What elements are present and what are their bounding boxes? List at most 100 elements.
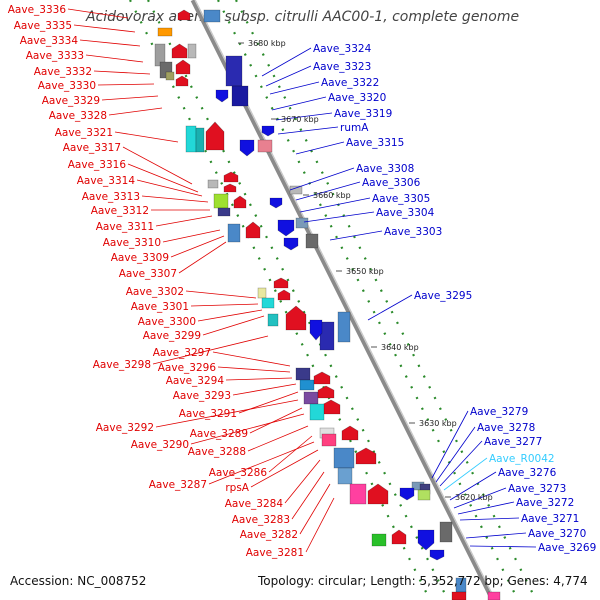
gene-label[interactable]: Aave_3294 bbox=[166, 375, 225, 387]
gene-leader-line bbox=[271, 96, 327, 111]
gene-arrow-reverse bbox=[283, 237, 299, 251]
gene-arrow-forward bbox=[321, 399, 341, 415]
gene-leader-line bbox=[170, 235, 225, 258]
gene-label[interactable]: Aave_3287 bbox=[149, 479, 207, 491]
scale-tick-label: 3620 kbp bbox=[455, 493, 493, 502]
gene-label[interactable]: Aave_3290 bbox=[131, 439, 189, 451]
gene-label[interactable]: rumA bbox=[340, 122, 369, 134]
gene-feature-box bbox=[333, 447, 355, 469]
gene-label[interactable]: Aave_3335 bbox=[14, 20, 72, 32]
gene-leader-line bbox=[67, 8, 129, 19]
gene-leader-line bbox=[303, 211, 375, 223]
gene-label[interactable]: Aave_3312 bbox=[91, 205, 149, 217]
gene-arrow-forward bbox=[223, 183, 237, 193]
gene-label[interactable]: Aave_3317 bbox=[63, 142, 121, 154]
gene-label[interactable]: Aave_3319 bbox=[334, 108, 392, 120]
gene-label[interactable]: Aave_3288 bbox=[188, 446, 246, 458]
gene-label[interactable]: Aave_3276 bbox=[498, 467, 557, 479]
gene-label[interactable]: Aave_3295 bbox=[414, 290, 472, 302]
gene-label[interactable]: Aave_3321 bbox=[55, 127, 113, 139]
gene-label[interactable]: Aave_3293 bbox=[173, 390, 231, 402]
gene-leader-line bbox=[268, 435, 313, 473]
gene-label[interactable]: Aave_3322 bbox=[321, 77, 379, 89]
gene-feature-box bbox=[187, 43, 197, 59]
gene-label[interactable]: Aave_3308 bbox=[356, 163, 414, 175]
gene-label[interactable]: Aave_3279 bbox=[470, 406, 528, 418]
gene-label[interactable]: Aave_3306 bbox=[362, 177, 421, 189]
gene-arrow-forward bbox=[355, 447, 377, 465]
gene-leader-line bbox=[277, 126, 339, 135]
gene-label[interactable]: Aave_3269 bbox=[538, 542, 596, 554]
gene-label[interactable]: Aave_3296 bbox=[158, 362, 217, 374]
gene-label[interactable]: Aave_3299 bbox=[143, 330, 201, 342]
gene-label[interactable]: Aave_3330 bbox=[38, 80, 96, 92]
gene-label[interactable]: Aave_3309 bbox=[111, 252, 169, 264]
gene-leader-line bbox=[108, 107, 163, 116]
gene-label[interactable]: Aave_3305 bbox=[372, 193, 430, 205]
gene-leader-line bbox=[299, 197, 371, 213]
accession-text: Accession: NC_008752 bbox=[10, 574, 147, 588]
gene-label[interactable]: Aave_3313 bbox=[82, 191, 140, 203]
gene-label[interactable]: Aave_3271 bbox=[521, 513, 579, 525]
gene-label[interactable]: Aave_3277 bbox=[484, 436, 542, 448]
gene-feature-box bbox=[319, 321, 335, 351]
gene-label[interactable]: Aave_3298 bbox=[93, 359, 151, 371]
gene-label[interactable]: Aave_3304 bbox=[376, 207, 435, 219]
gene-leader-line bbox=[329, 230, 383, 241]
gene-label[interactable]: Aave_3289 bbox=[190, 428, 248, 440]
gene-label[interactable]: Aave_3272 bbox=[516, 497, 574, 509]
gene-arrow-forward bbox=[341, 425, 359, 441]
gene-leader-line bbox=[197, 309, 263, 322]
gene-label[interactable]: Aave_3300 bbox=[138, 316, 196, 328]
gene-label[interactable]: Aave_3311 bbox=[96, 221, 154, 233]
gene-feature-box bbox=[305, 233, 319, 249]
gene-feature-box bbox=[371, 533, 387, 547]
gene-label[interactable]: Aave_3314 bbox=[77, 175, 136, 187]
gene-arrow-forward bbox=[391, 529, 407, 545]
scale-tick-label: 3660 kbp bbox=[313, 191, 351, 200]
gene-label[interactable]: Aave_3328 bbox=[49, 110, 107, 122]
gene-label[interactable]: Aave_3273 bbox=[508, 483, 566, 495]
gene-leader-line bbox=[93, 70, 151, 75]
gene-label[interactable]: Aave_3333 bbox=[26, 50, 84, 62]
gene-leader-line bbox=[155, 399, 299, 428]
gene-leader-line bbox=[152, 335, 269, 365]
gene-leader-line bbox=[459, 517, 520, 521]
gene-label[interactable]: Aave_3278 bbox=[477, 422, 535, 434]
gene-label[interactable]: Aave_3323 bbox=[313, 61, 371, 73]
gene-label[interactable]: Aave_3332 bbox=[34, 66, 92, 78]
gene-leader-line bbox=[295, 181, 361, 201]
gene-label[interactable]: Aave_3281 bbox=[246, 547, 304, 559]
gene-leader-line bbox=[439, 440, 483, 487]
gene-leader-line bbox=[212, 351, 291, 367]
gene-label[interactable]: Aave_3291 bbox=[179, 408, 237, 420]
gene-label[interactable]: Aave_3324 bbox=[313, 43, 372, 55]
gene-leader-line bbox=[449, 471, 497, 501]
gene-label[interactable]: Aave_3320 bbox=[328, 92, 386, 104]
gene-label[interactable]: Aave_3310 bbox=[103, 237, 161, 249]
gene-label[interactable]: Aave_3334 bbox=[20, 35, 79, 47]
gene-label[interactable]: Aave_3270 bbox=[528, 528, 586, 540]
gene-feature-box bbox=[439, 521, 453, 543]
gene-leader-line bbox=[162, 229, 221, 243]
gene-label[interactable]: Aave_3302 bbox=[126, 286, 184, 298]
gene-label[interactable]: Aave_3336 bbox=[8, 4, 67, 16]
gene-label[interactable]: Aave_3316 bbox=[68, 159, 127, 171]
gene-label[interactable]: Aave_3307 bbox=[119, 268, 177, 280]
gene-label[interactable]: Aave_3297 bbox=[153, 347, 211, 359]
gene-label[interactable]: rpsA bbox=[225, 482, 249, 494]
gene-label[interactable]: Aave_3283 bbox=[232, 514, 290, 526]
gene-label[interactable]: Aave_3284 bbox=[225, 498, 284, 510]
gene-label[interactable]: Aave_3303 bbox=[384, 226, 442, 238]
gene-feature-box bbox=[295, 217, 309, 229]
gene-label[interactable]: Aave_3329 bbox=[42, 95, 100, 107]
gene-label[interactable]: Aave_3292 bbox=[96, 422, 154, 434]
gene-label[interactable]: Aave_3282 bbox=[240, 529, 298, 541]
gene-label[interactable]: Aave_3286 bbox=[209, 467, 268, 479]
gene-label[interactable]: Aave_R0042 bbox=[489, 453, 555, 465]
gene-label[interactable]: Aave_3315 bbox=[346, 137, 404, 149]
gene-arrow-forward bbox=[205, 121, 225, 151]
gene-feature-box bbox=[157, 27, 173, 37]
gene-label[interactable]: Aave_3301 bbox=[131, 301, 189, 313]
